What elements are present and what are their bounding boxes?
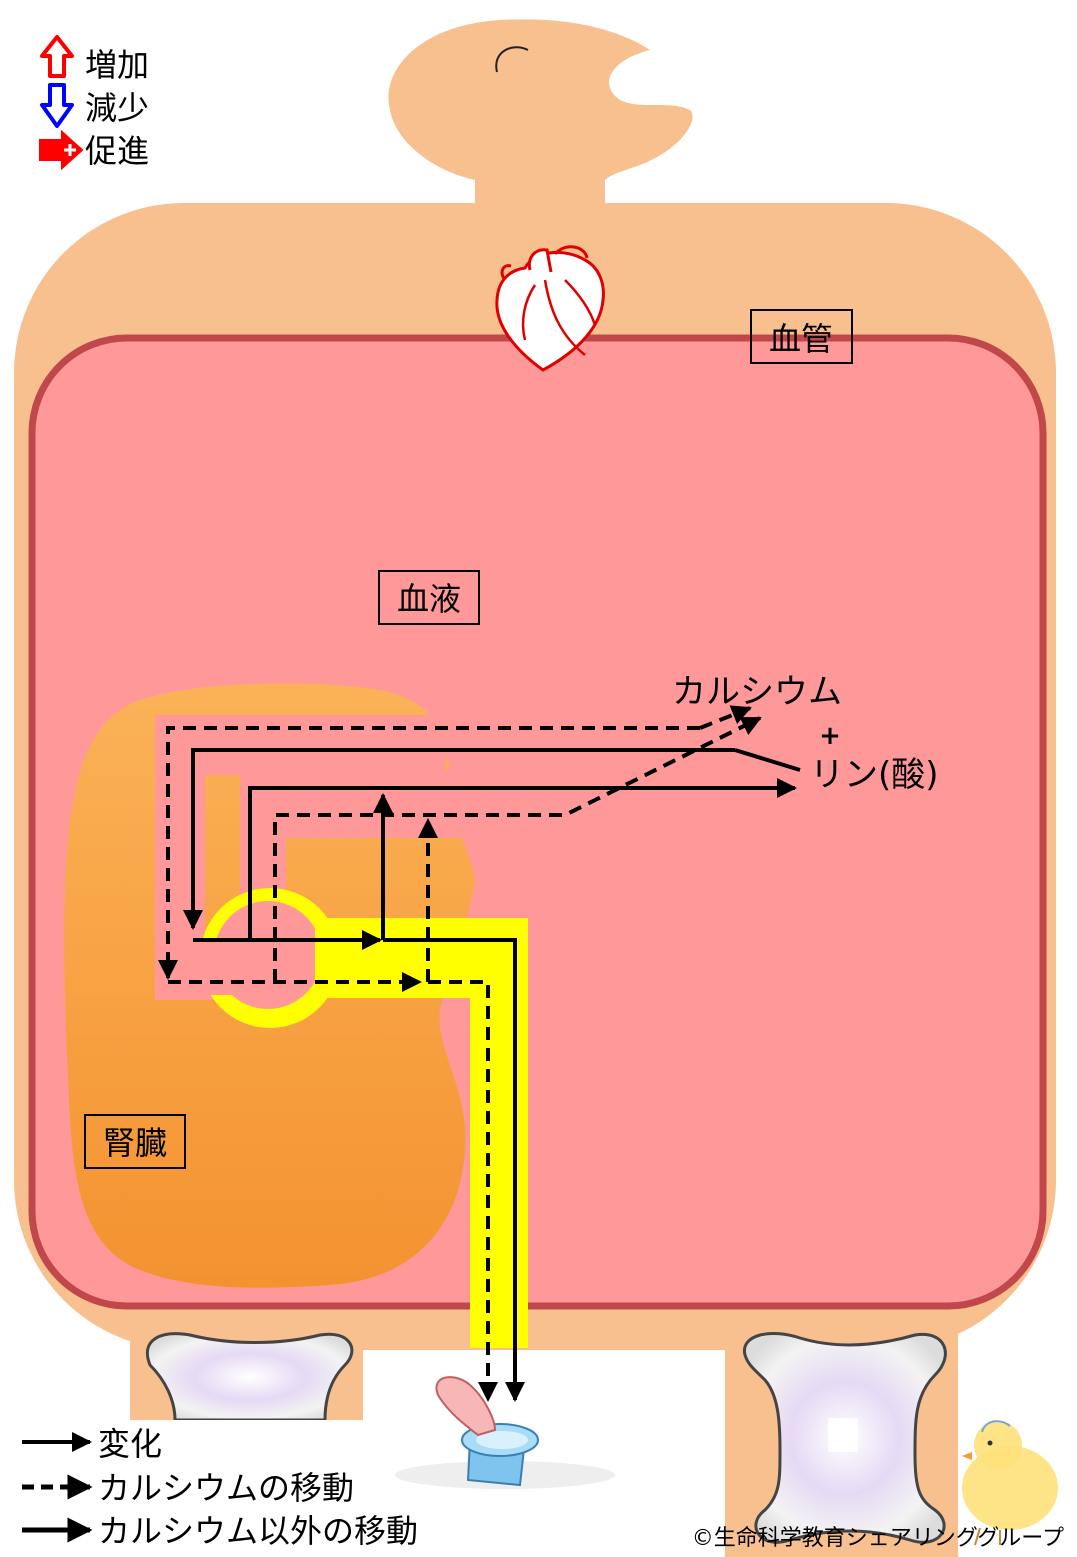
legend-decrease-label: 減少 bbox=[85, 89, 149, 127]
kidney-blood-channel-upper bbox=[155, 715, 450, 760]
blood-label-box: 血液 bbox=[378, 570, 480, 625]
kidney-label-box: 腎臓 bbox=[84, 1114, 186, 1169]
right-bone bbox=[743, 1331, 947, 1544]
other-excrete bbox=[383, 938, 525, 1402]
increase-arrow-icon bbox=[40, 35, 74, 78]
legend-top: 増加 減少 促進 bbox=[39, 35, 149, 171]
blood-label: 血液 bbox=[397, 580, 461, 618]
heart-icon bbox=[495, 245, 605, 372]
calcium-move-to-blood bbox=[699, 705, 752, 730]
legend-promote-label: 促進 bbox=[85, 132, 149, 170]
legend-increase-label: 増加 bbox=[85, 46, 149, 84]
legend-bottom: 変化 カルシウムの移動 カルシウム以外の移動 bbox=[22, 1425, 418, 1550]
calcium-move-outer bbox=[158, 726, 700, 980]
decrease-arrow-icon bbox=[40, 83, 74, 128]
left-leg-mask bbox=[100, 1420, 400, 1557]
legend-other-move-label: カルシウム以外の移動 bbox=[98, 1512, 418, 1550]
head bbox=[388, 19, 693, 180]
eye bbox=[495, 46, 529, 73]
phosphorus-label: リン(酸) bbox=[810, 755, 939, 795]
left-bone bbox=[146, 1332, 354, 1422]
chick-icon bbox=[962, 1420, 1058, 1546]
calcium-excrete bbox=[428, 980, 498, 1402]
legend-change-label: 変化 bbox=[98, 1425, 162, 1463]
calcium-label: カルシウム bbox=[672, 672, 842, 712]
copyright-text: ©生命科学教育シェアリンググループ bbox=[692, 1526, 1064, 1551]
kidney-label: 腎臓 bbox=[103, 1124, 167, 1162]
legend-calcium-move-label: カルシウムの移動 bbox=[98, 1469, 354, 1507]
toilet-icon bbox=[395, 1376, 615, 1489]
promote-arrow-icon bbox=[39, 129, 84, 171]
phosphorus-line bbox=[734, 748, 801, 772]
plus-label: + bbox=[819, 721, 841, 751]
vessel-label: 血管 bbox=[769, 320, 833, 358]
other-move-outer bbox=[183, 748, 735, 930]
other-move-inner bbox=[248, 778, 797, 940]
pathway-arrows bbox=[158, 705, 801, 1402]
vessel-label-box: 血管 bbox=[750, 309, 853, 364]
